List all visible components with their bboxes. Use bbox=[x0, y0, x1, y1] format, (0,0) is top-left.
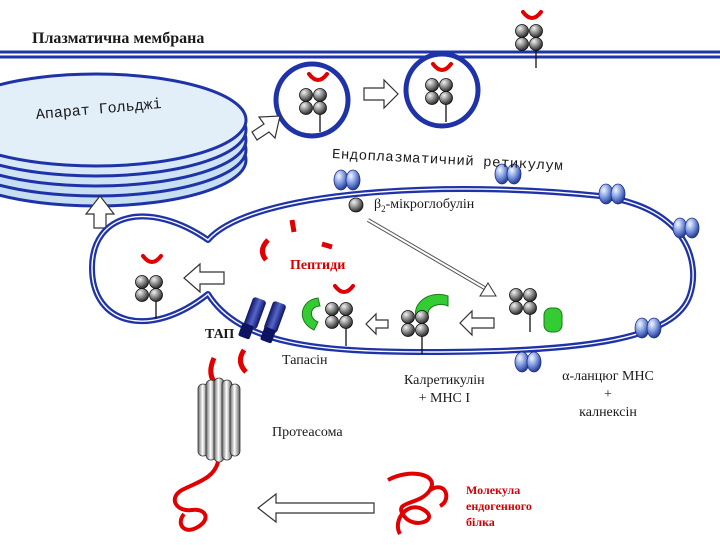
vesicle-1 bbox=[273, 61, 351, 139]
molecule-line-1: Молекула bbox=[466, 483, 521, 497]
molecule-label: Молекула ендогенного білка bbox=[466, 482, 532, 530]
b2-beta-symbol: β bbox=[374, 197, 382, 212]
peptides-label: Пептиди bbox=[290, 258, 346, 273]
arrow-protein-to-proteasome bbox=[257, 492, 375, 524]
tap-label: ТАП bbox=[205, 327, 235, 342]
surface-mhc-complex bbox=[514, 10, 544, 69]
proteasome bbox=[197, 377, 241, 463]
plasma-membrane-label: Плазматична мембрана bbox=[32, 30, 205, 47]
calreticulin-label: Калретикулін + МНС І bbox=[404, 372, 485, 408]
tapasin-label: Тапасін bbox=[282, 353, 328, 368]
b2-name: -мікроглобулін bbox=[385, 197, 475, 212]
b2-microglobulin-particles bbox=[333, 163, 700, 373]
endogenous-protein bbox=[172, 461, 449, 535]
alpha-chain-line-2: + bbox=[604, 387, 612, 402]
golgi-apparatus bbox=[0, 72, 248, 208]
tap-transporter bbox=[238, 297, 286, 344]
arrow-calret-to-tapasin bbox=[365, 312, 389, 336]
tapasin-complex bbox=[302, 284, 355, 347]
b2-microglobulin-label: β2-мікроглобулін bbox=[374, 197, 474, 214]
arrow-golgi-to-vesicle bbox=[251, 115, 281, 141]
calreticulin-line-2: + МНС І bbox=[418, 391, 471, 406]
endoplasmic-reticulum bbox=[89, 185, 697, 355]
alpha-chain-calnexin bbox=[508, 287, 563, 333]
vesicle-2 bbox=[403, 51, 481, 129]
molecule-line-2: ендогенного bbox=[466, 499, 532, 513]
arrow-to-bud bbox=[183, 262, 225, 294]
calreticulin-complex bbox=[400, 294, 449, 355]
alpha-chain-label: α-ланцюг МНС + калнексін bbox=[548, 368, 668, 422]
plasma-membrane bbox=[0, 50, 720, 59]
arrow-vesicle-to-vesicle bbox=[363, 78, 399, 110]
proteasome-label: Протеасома bbox=[272, 425, 343, 440]
b2-subscript: 2 bbox=[381, 203, 386, 214]
arrow-calnexin-to-calret bbox=[459, 309, 495, 337]
arrow-er-to-golgi bbox=[84, 195, 116, 229]
alpha-chain-line-1: α-ланцюг МНС bbox=[562, 369, 654, 384]
calreticulin-line-1: Калретикулін bbox=[404, 373, 485, 388]
alpha-chain-line-3: калнексін bbox=[579, 405, 637, 420]
molecule-line-3: білка bbox=[466, 515, 495, 529]
